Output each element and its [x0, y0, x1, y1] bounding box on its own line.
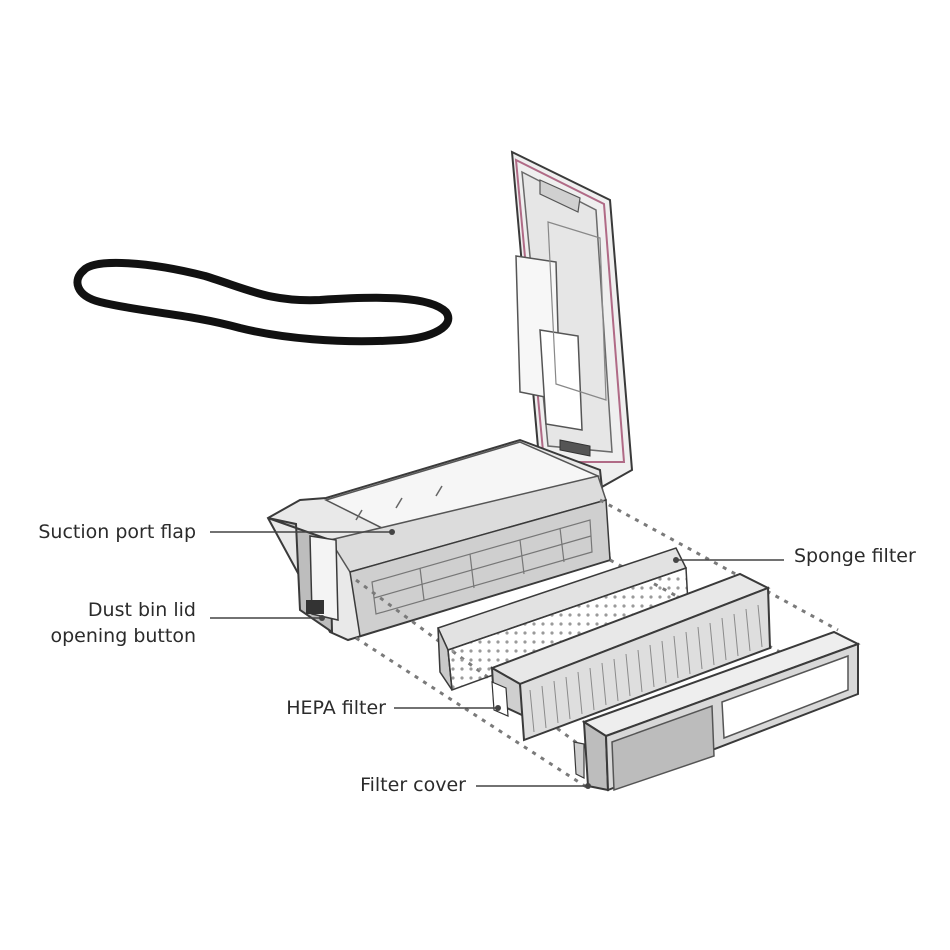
dot-sponge-filter: [673, 557, 679, 563]
label-suction-port-flap: Suction port flap: [38, 521, 196, 543]
dust-bin-lid: [510, 150, 634, 490]
gasket-seal: [73, 258, 453, 346]
leader-lines: [210, 531, 784, 787]
lid-button-glyph: [306, 600, 324, 614]
dot-filter-cover: [585, 783, 591, 789]
filter-cover: [573, 630, 861, 792]
hepa-filter: [489, 572, 772, 742]
dot-hepa-filter: [495, 705, 501, 711]
label-dust-bin-lid-opening-button-line1: Dust bin lid: [87, 599, 196, 621]
label-hepa-filter: HEPA filter: [286, 697, 386, 719]
dot-dust-bin-button: [319, 615, 325, 621]
label-filter-cover: Filter cover: [360, 774, 466, 796]
dot-suction-port-flap: [389, 529, 395, 535]
label-sponge-filter: Sponge filter: [794, 545, 916, 567]
label-dust-bin-lid-opening-button-line2: opening button: [50, 625, 196, 647]
dust-bin-body: [266, 438, 612, 642]
